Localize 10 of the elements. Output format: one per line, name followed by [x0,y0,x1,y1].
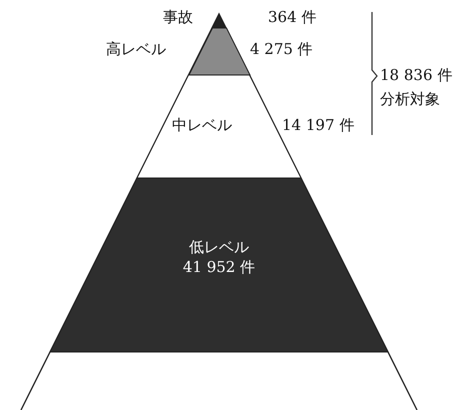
count-label: 364 件 [268,8,316,26]
count-label: 14 197 件 [282,116,354,134]
level-label: 中レベル [172,116,232,134]
level-label: 高レベル [106,40,166,58]
count-label: 41 952 件 [182,258,256,276]
count-label: 4 275 件 [250,40,313,58]
total-label: 18 836 件 [380,66,452,84]
level-label: 事故 [163,8,193,26]
level-label: 低レベル [189,238,249,256]
note-label: 分析対象 [380,90,440,108]
